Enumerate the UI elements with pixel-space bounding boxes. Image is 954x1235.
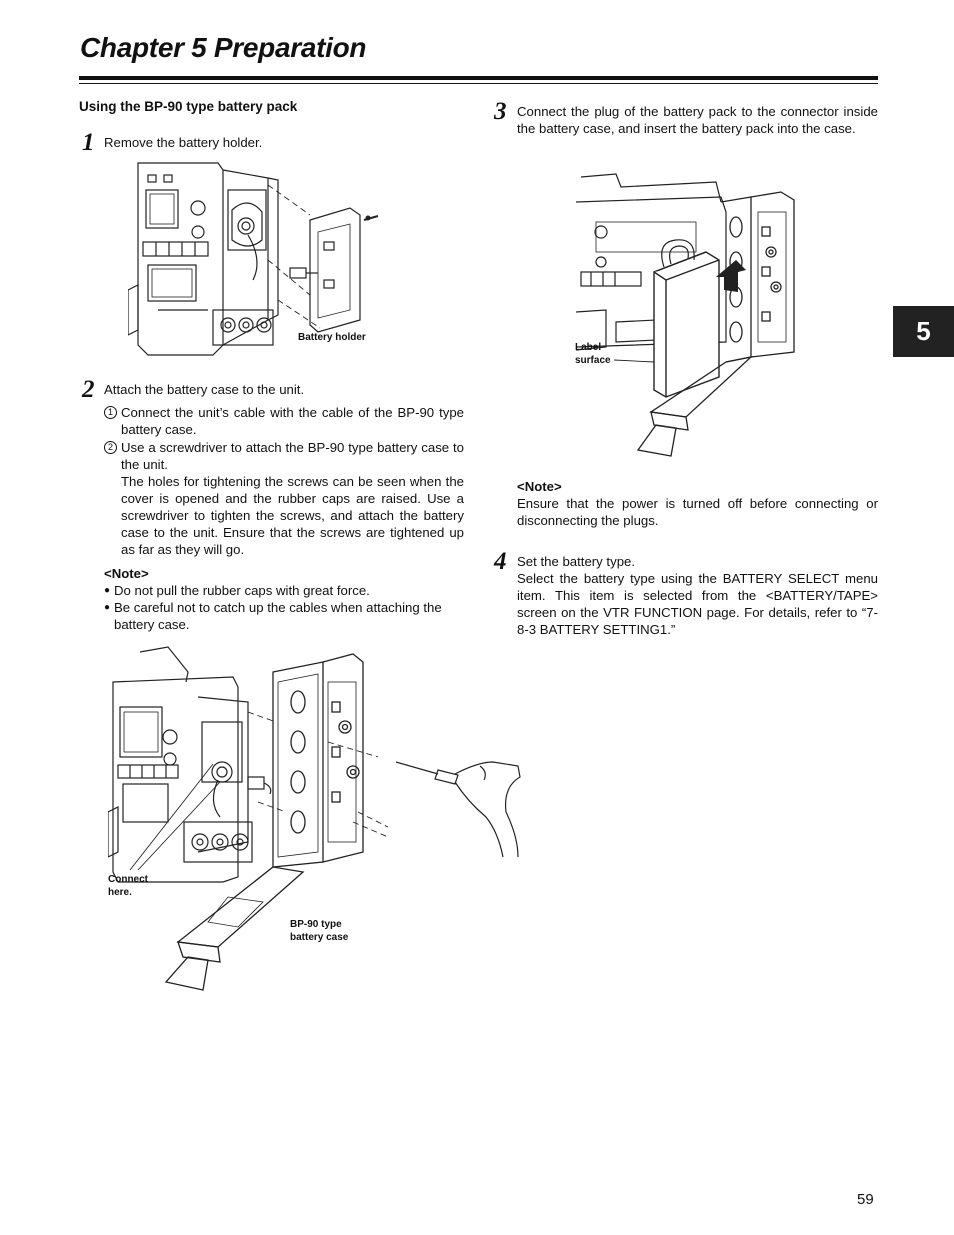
battery-pack-insertion-illustration xyxy=(576,173,795,457)
circled-number-2: 2 xyxy=(104,441,117,454)
callout-connect-here: Connect here. xyxy=(108,874,148,898)
callout-battery-holder: Battery holder xyxy=(298,332,366,343)
step-3-note-text: Ensure that the power is turned off befo… xyxy=(517,496,878,528)
note-bullet-text: Do not pull the rubber caps with great f… xyxy=(114,583,370,598)
note-heading: <Note> xyxy=(104,566,149,581)
callout-bp90-battery-case: BP-90 type battery case xyxy=(290,919,349,943)
step-number-4: 4 xyxy=(494,548,507,575)
header-rule-thin xyxy=(79,83,878,84)
callout-label-surface: Label surface xyxy=(575,342,611,366)
bullet-icon: ● xyxy=(104,602,111,613)
header-rule xyxy=(79,76,878,80)
note-bullet: ● Do not pull the rubber caps with great… xyxy=(104,582,464,599)
step-4-detail: Select the battery type using the BATTER… xyxy=(517,571,878,637)
step-2-substep-2-text: Use a screwdriver to attach the BP-90 ty… xyxy=(121,440,464,472)
section-heading: Using the BP-90 type battery pack xyxy=(79,99,298,114)
step-3-note-heading: <Note> xyxy=(517,479,562,494)
step-3-text: Connect the plug of the battery pack to … xyxy=(517,104,878,136)
step-2-substep-1-text: Connect the unit’s cable with the cable … xyxy=(121,405,464,437)
page-number: 59 xyxy=(857,1191,874,1208)
note-bullet-text: Be careful not to catch up the cables wh… xyxy=(114,600,442,632)
step-2-text: Attach the battery case to the unit. xyxy=(104,382,305,397)
step-number-3: 3 xyxy=(494,98,507,125)
circled-number-1: 1 xyxy=(104,406,117,419)
step-number-1: 1 xyxy=(82,129,95,156)
step-number-2: 2 xyxy=(82,376,95,403)
bullet-icon: ● xyxy=(104,585,111,596)
step-2-substep-1: 1 Connect the unit’s cable with the cabl… xyxy=(104,404,464,438)
chapter-tab: 5 xyxy=(893,306,954,357)
note-bullet: ● Be careful not to catch up the cables … xyxy=(104,599,464,633)
step-2-substep-2-detail: The holes for tightening the screws can … xyxy=(121,474,464,557)
step-2-substep-2: 2 Use a screwdriver to attach the BP-90 … xyxy=(104,439,464,473)
chapter-title: Chapter 5 Preparation xyxy=(80,32,367,63)
battery-case-attachment-illustration xyxy=(108,646,521,991)
step-1-text: Remove the battery holder. xyxy=(104,135,263,150)
battery-holder-removal-illustration xyxy=(128,162,379,356)
step-4-text: Set the battery type. xyxy=(517,554,636,569)
